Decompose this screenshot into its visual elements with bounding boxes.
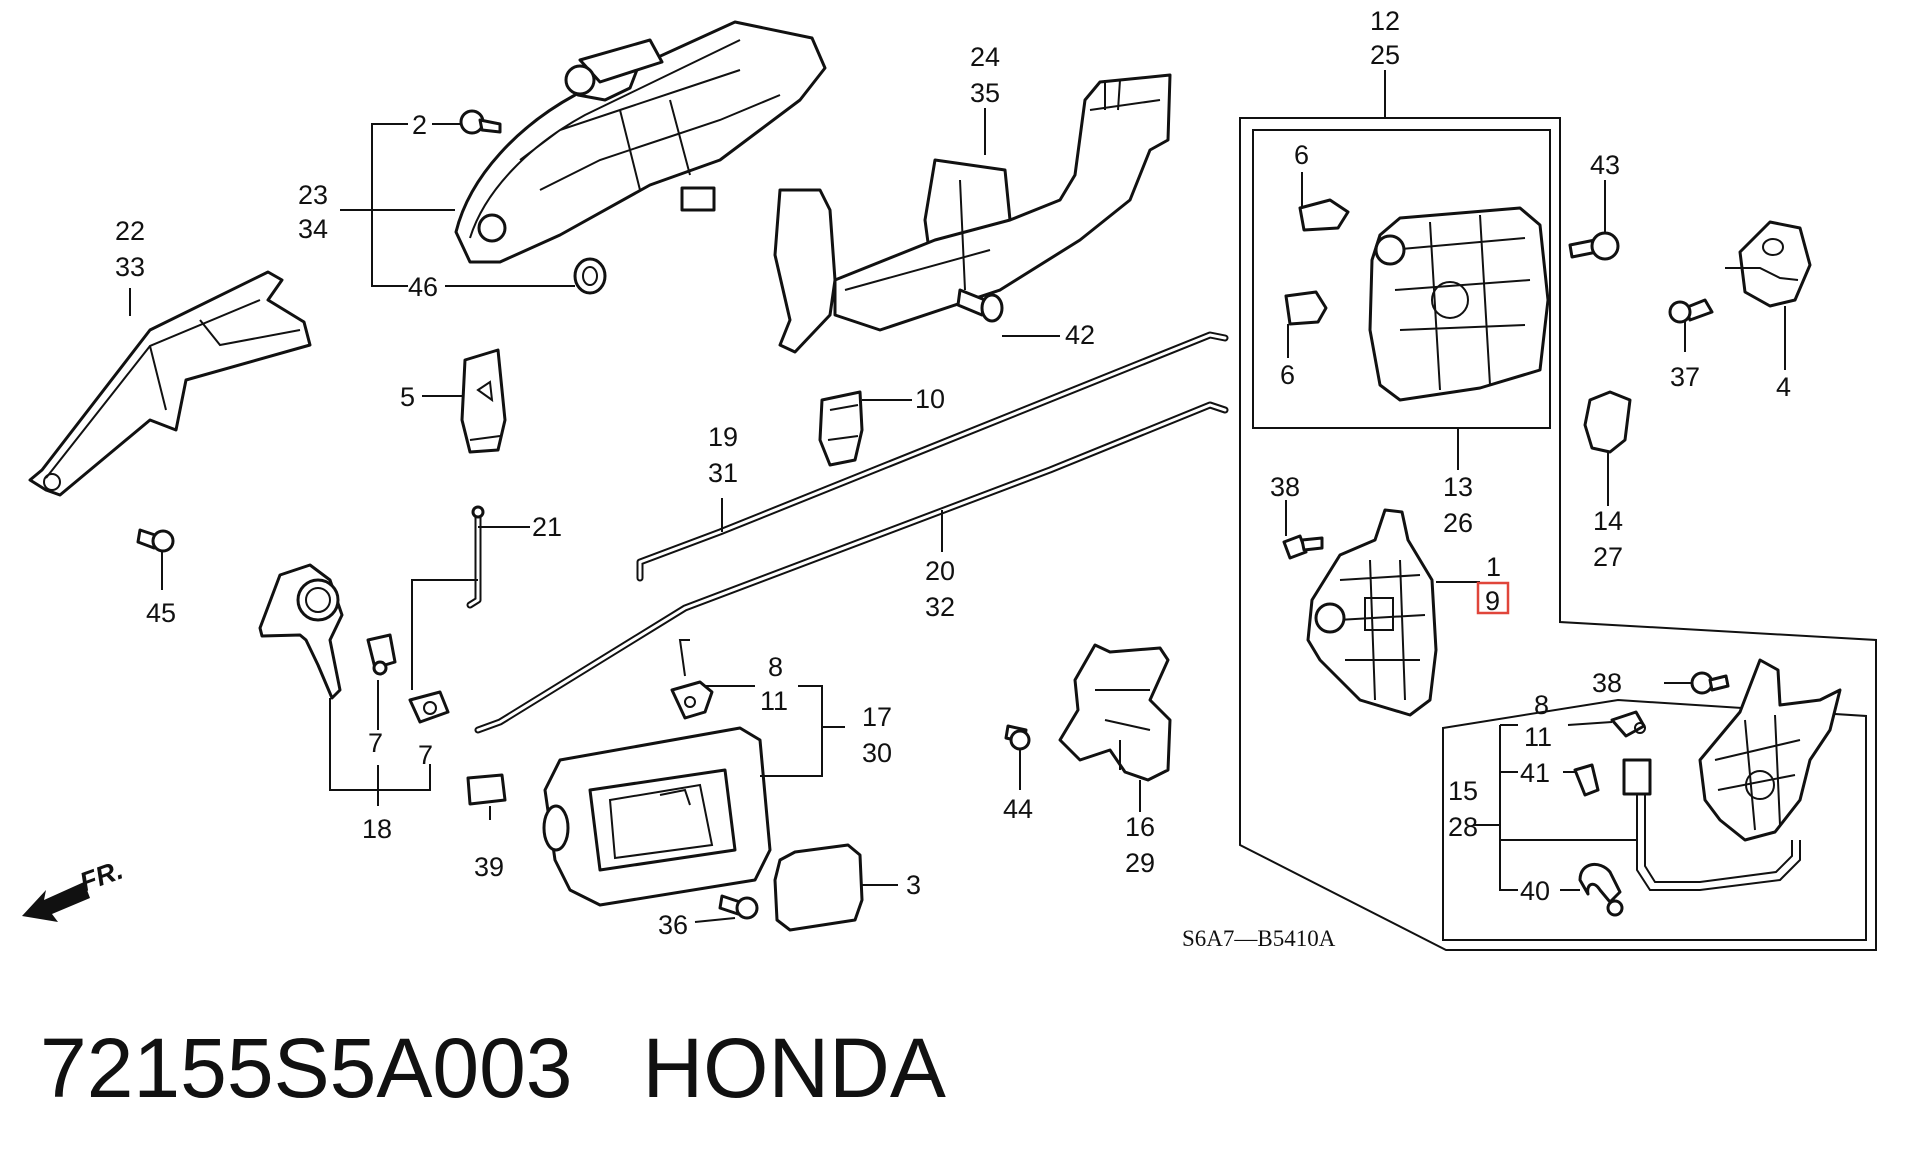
callout-28: 28: [1448, 812, 1478, 842]
callout-19: 19: [708, 422, 738, 452]
callout-2: 2: [412, 110, 427, 140]
part-inner-bracket: [773, 73, 1172, 354]
callout-3: 3: [906, 870, 921, 900]
callout-42: 42: [1065, 320, 1095, 350]
part-bolt-38b: [1690, 671, 1730, 695]
callout-39: 39: [474, 852, 504, 882]
part-clip-7b: [408, 690, 450, 724]
callout-40: 40: [1520, 876, 1550, 906]
lock-assembly-frame: [1239, 117, 1877, 951]
callout-38b: 38: [1592, 668, 1622, 698]
part-screw-37: [1668, 298, 1714, 324]
front-direction-arrow-icon: FR.: [22, 855, 127, 922]
callout-13: 13: [1443, 472, 1473, 502]
part-bolt-43: [1568, 231, 1620, 261]
part-door-striker: [1725, 220, 1812, 308]
part-door-latch: [1368, 206, 1550, 402]
callout-4: 4: [1776, 372, 1791, 402]
callout-36: 36: [658, 910, 688, 940]
callout-33: 33: [115, 252, 145, 282]
part-actuator-assembly: [1622, 658, 1842, 891]
callout-12: 12: [1370, 6, 1400, 36]
callout-16: 16: [1125, 812, 1155, 842]
part-door-bracket: [28, 270, 312, 497]
callout-5: 5: [400, 382, 415, 412]
callout-8a: 8: [768, 652, 783, 682]
callout-37: 37: [1670, 362, 1700, 392]
callout-21: 21: [532, 512, 562, 542]
callout-15: 15: [1448, 776, 1478, 806]
part-screw-45: [136, 528, 175, 553]
callout-11b: 11: [1524, 722, 1552, 752]
part-outer-door-handle: [454, 20, 827, 264]
callout-6a: 6: [1294, 140, 1309, 170]
callout-23: 23: [298, 180, 328, 210]
callout-labels: 2 23 34 46 22 33 24 35 42 5 10 19 31 21 …: [115, 6, 1791, 940]
part-clip-8a: [670, 680, 714, 720]
part-clip-7a: [366, 633, 397, 676]
part-clip-8b: [1610, 710, 1646, 738]
callout-8b: 8: [1534, 690, 1549, 720]
part-bracket-16: [1058, 643, 1172, 782]
part-bolt-42: [956, 288, 1004, 323]
part-clip-10: [818, 390, 864, 467]
callout-24: 24: [970, 42, 1000, 72]
callout-26: 26: [1443, 508, 1473, 538]
callout-46: 46: [408, 272, 438, 302]
part-cover-5: [460, 348, 507, 454]
part-pad-14: [1583, 390, 1632, 454]
callout-6b: 6: [1280, 360, 1295, 390]
part-clip-6a: [1298, 198, 1350, 232]
actuator-subassembly-frame: [1442, 698, 1867, 941]
part-cap-3: [773, 843, 864, 932]
callout-32: 32: [925, 592, 955, 622]
part-rod-20-32: [474, 401, 1229, 734]
callout-14: 14: [1593, 506, 1623, 536]
callout-30: 30: [862, 738, 892, 768]
part-clip-41: [1573, 763, 1600, 797]
callout-20: 20: [925, 556, 955, 586]
callout-22: 22: [115, 216, 145, 246]
callout-27: 27: [1593, 542, 1623, 572]
part-clip-39: [466, 773, 507, 806]
part-linkage-18: [258, 563, 344, 700]
part-inner-door-handle: [542, 726, 772, 907]
callout-11a: 11: [760, 686, 788, 716]
part-clamp-40: [1578, 863, 1624, 917]
part-screw-44: [1004, 724, 1031, 751]
diagram-code: S6A7—B5410A: [1182, 926, 1336, 951]
part-bolt-2: [459, 109, 502, 135]
callout-43: 43: [1590, 150, 1620, 180]
callout-44: 44: [1003, 794, 1033, 824]
part-screw-36: [718, 894, 759, 920]
callout-1: 1: [1486, 552, 1501, 582]
callout-25: 25: [1370, 40, 1400, 70]
part-number-caption: 72155S5A003 HONDA: [40, 1021, 946, 1115]
callout-7b: 7: [418, 740, 433, 770]
highlight-box: [1476, 581, 1510, 615]
callout-35: 35: [970, 78, 1000, 108]
callout-45: 45: [146, 598, 176, 628]
leader-lines: [129, 70, 1786, 923]
callout-41: 41: [1520, 758, 1550, 788]
part-clip-6b: [1284, 290, 1328, 326]
callout-17: 17: [862, 702, 892, 732]
callout-9: 9: [1485, 586, 1500, 616]
callout-38a: 38: [1270, 472, 1300, 502]
part-door-lock-actuator: [1306, 508, 1438, 717]
part-rod-21: [466, 505, 485, 609]
callout-18: 18: [362, 814, 392, 844]
latch-subassembly-frame: [1252, 129, 1551, 429]
callout-31: 31: [708, 458, 738, 488]
callout-10: 10: [915, 384, 945, 414]
callout-29: 29: [1125, 848, 1155, 878]
part-bolt-38a: [1282, 534, 1324, 560]
part-rod-19-31: [636, 331, 1229, 582]
callout-34: 34: [298, 214, 328, 244]
part-grommet-46: [573, 257, 607, 295]
callout-7a: 7: [368, 728, 383, 758]
front-direction-label: FR.: [76, 855, 127, 898]
